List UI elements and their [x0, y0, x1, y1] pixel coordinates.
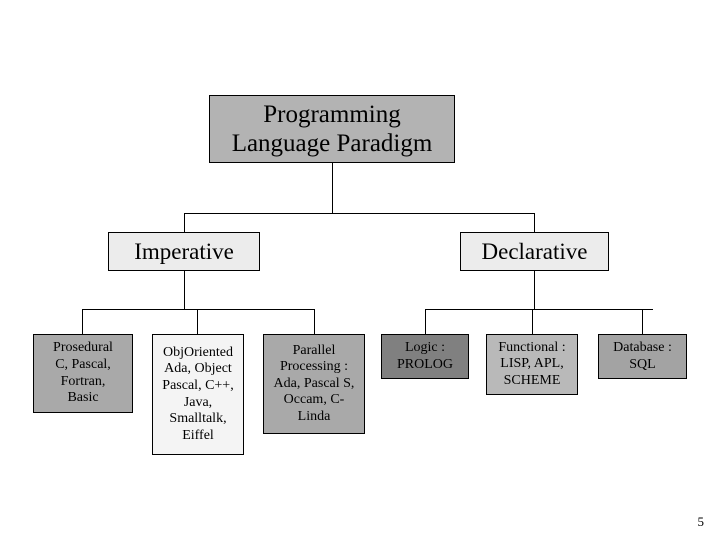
node-object-oriented-label: ObjOriented Ada, Object Pascal, C++, Jav… — [162, 344, 234, 443]
connector-drop-functional — [532, 309, 533, 334]
node-functional: Functional : LISP, APL, SCHEME — [486, 334, 578, 395]
node-object-oriented: ObjOriented Ada, Object Pascal, C++, Jav… — [152, 334, 244, 455]
connector-declarative-stem — [534, 271, 535, 309]
connector-declarative-bus — [425, 309, 653, 310]
connector-drop-database — [642, 309, 643, 334]
connector-imperative-bus — [82, 309, 315, 310]
connector-drop-imperative — [184, 213, 185, 232]
node-programming-language-paradigm: Programming Language Paradigm — [209, 95, 455, 163]
node-functional-label: Functional : LISP, APL, SCHEME — [498, 339, 566, 388]
node-declarative-label: Declarative — [481, 238, 588, 264]
connector-imperative-stem — [184, 271, 185, 309]
connector-drop-logic — [425, 309, 426, 334]
node-parallel-processing-label: Parallel Processing : Ada, Pascal S, Occ… — [273, 342, 355, 424]
connector-root-stem — [332, 163, 333, 213]
node-database: Database : SQL — [598, 334, 687, 379]
connector-drop-declarative — [534, 213, 535, 232]
node-imperative: Imperative — [108, 232, 260, 271]
node-procedural: Prosedural C, Pascal, Fortran, Basic — [33, 334, 133, 413]
node-procedural-label: Prosedural C, Pascal, Fortran, Basic — [53, 340, 113, 406]
connector-level2-bus — [184, 213, 535, 214]
connector-drop-procedural — [82, 309, 83, 334]
page-number: 5 — [697, 514, 705, 529]
connector-drop-parallel — [314, 309, 315, 334]
node-root-label: Programming Language Paradigm — [231, 100, 433, 158]
node-parallel-processing: Parallel Processing : Ada, Pascal S, Occ… — [263, 334, 365, 434]
node-logic-label: Logic : PROLOG — [396, 339, 453, 372]
connector-drop-objoriented — [197, 309, 198, 334]
node-logic: Logic : PROLOG — [381, 334, 469, 379]
node-declarative: Declarative — [460, 232, 609, 271]
node-database-label: Database : SQL — [613, 339, 672, 372]
node-imperative-label: Imperative — [134, 238, 234, 264]
